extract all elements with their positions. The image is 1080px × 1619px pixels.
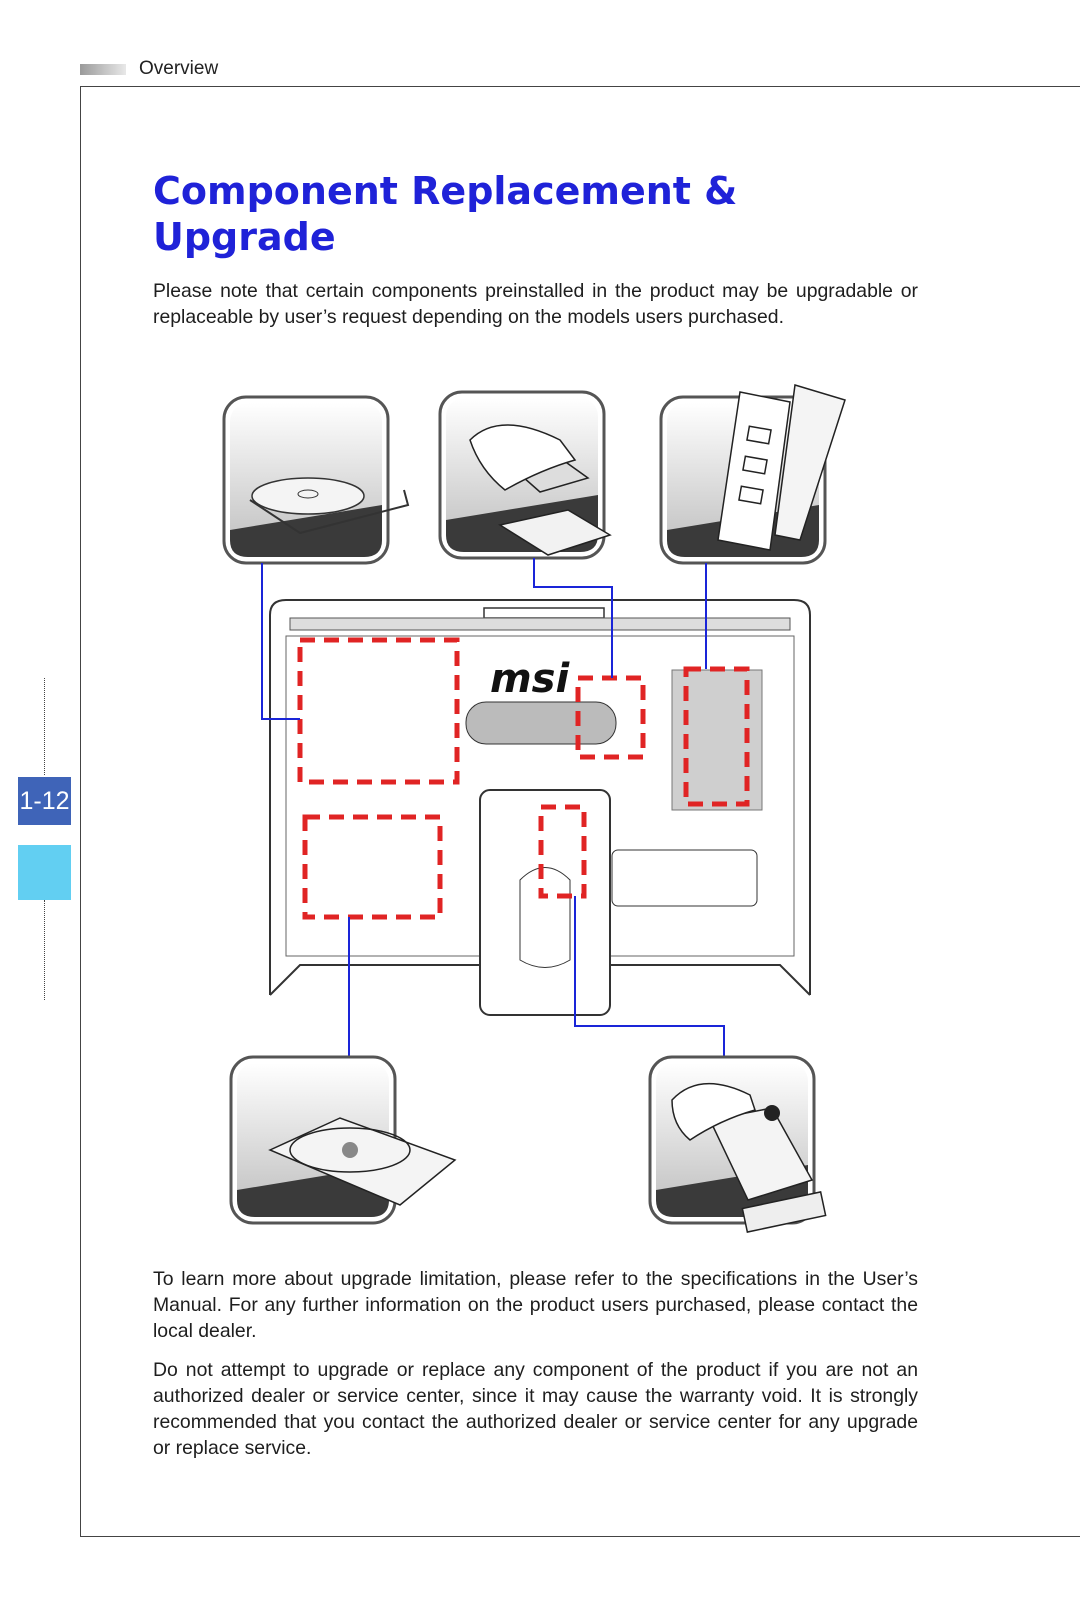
section-header: Overview [139,58,219,79]
frame-left-rule [80,86,81,1536]
optical-drive-slim-area [297,637,460,785]
leader-lines [261,558,725,1058]
wireless-card-area [538,804,587,899]
cpu-area [575,675,646,760]
wireless-card-thumbnail [648,1055,827,1233]
warning-paragraph: Do not attempt to upgrade or replace any… [153,1359,918,1459]
hard-drive-thumbnail [229,1055,457,1225]
memory-module-thumbnail [659,384,846,565]
cpu-thumbnail [438,390,612,560]
side-dotted-rule-top [44,678,45,775]
optical-drive-slim-thumbnail [222,395,410,565]
frame-top-rule [80,86,1080,87]
hard-drive-area [302,814,443,920]
memory-area [683,666,750,807]
header-marker [80,64,126,75]
frame-bottom-rule [80,1536,1080,1537]
page-number: 1-12 [18,777,71,825]
msi-logo: msi [490,656,570,702]
intro-paragraph: Please note that certain components prei… [153,280,918,328]
limitation-paragraph: To learn more about upgrade limitation, … [153,1268,918,1342]
page-title: Component Replacement & Upgrade [153,169,738,259]
replaceable-areas [297,637,750,920]
side-dotted-rule-bottom [44,900,45,1000]
chassis-back-view: msi [269,599,811,1016]
page-tab-accent [18,845,71,900]
